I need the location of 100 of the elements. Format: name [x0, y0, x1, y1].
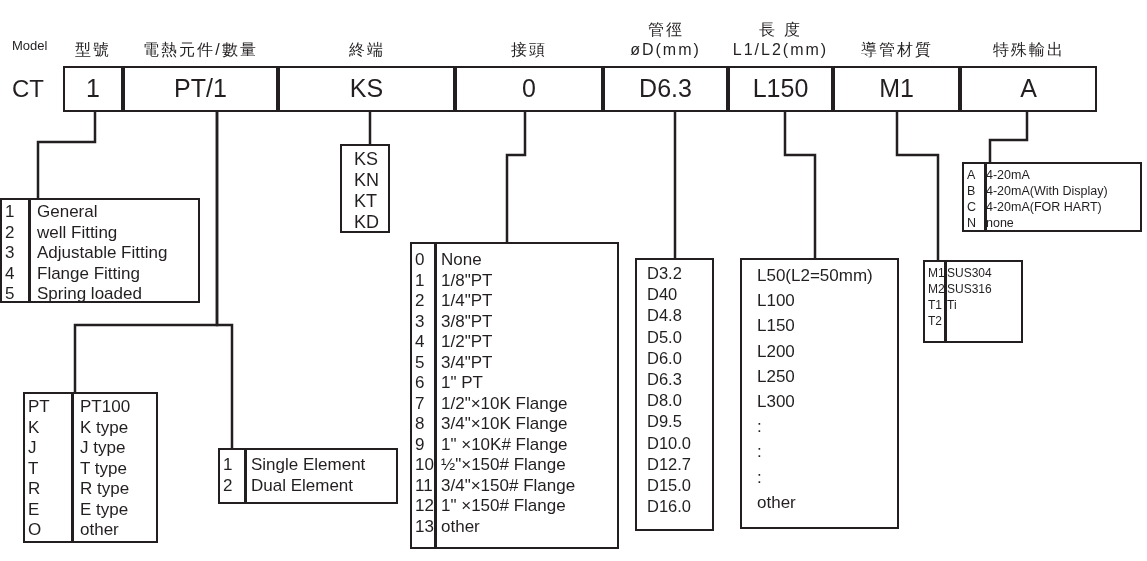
option-text: SUS304 [947, 265, 992, 281]
option-text: 4-20mA(With Display) [986, 183, 1108, 199]
option-text: L150 [757, 315, 795, 338]
option-text: L300 [757, 391, 795, 413]
option-table [218, 448, 398, 504]
option-text: D12.7 [647, 453, 692, 475]
option-text: well Fitting [37, 222, 118, 243]
option-text: Single Element [251, 454, 366, 475]
leader-line [783, 112, 817, 258]
option-text: 4-20mA(FOR HART) [986, 199, 1102, 215]
option-code: N [967, 215, 977, 231]
option-code: A [967, 167, 976, 183]
option-code: M1 [928, 265, 945, 281]
option-code: O [28, 520, 42, 541]
option-code: 4 [415, 332, 425, 353]
option-code: T [28, 458, 39, 479]
option-code: 3 [5, 243, 15, 264]
option-text: KD [354, 212, 379, 233]
option-text: 3/4"×150# Flange [441, 475, 576, 496]
option-text: K type [80, 417, 129, 438]
option-code: PT [28, 397, 50, 418]
option-text: Adjustable Fitting [37, 243, 168, 264]
option-code: 2 [5, 222, 15, 243]
option-text: other [757, 491, 796, 514]
option-code: J [28, 438, 37, 459]
option-code: 1 [223, 454, 233, 475]
option-text: D5.0 [647, 326, 682, 348]
leader-line [895, 112, 940, 260]
option-text: L250 [757, 365, 795, 388]
option-text: 4-20mA [986, 167, 1030, 183]
option-text: Dual Element [251, 475, 354, 496]
option-code: 13 [415, 516, 434, 537]
option-text: Ti [947, 297, 957, 313]
option-text: PT100 [80, 397, 131, 418]
option-text: General [37, 202, 98, 223]
option-text: 1/4"PT [441, 291, 493, 312]
leader-line [215, 112, 234, 448]
option-text: L200 [757, 340, 795, 363]
leader-line [368, 112, 372, 144]
option-text: None [441, 250, 482, 271]
code-box: KS [278, 66, 455, 112]
option-code: 9 [415, 434, 425, 455]
option-code: 1 [5, 202, 15, 223]
option-code: 2 [223, 475, 233, 496]
leader-line [988, 112, 1029, 162]
option-code: 4 [5, 263, 15, 284]
option-text: KS [354, 149, 378, 170]
column-heading: 導管材質 [859, 40, 934, 60]
option-text: D4.8 [647, 305, 682, 327]
option-text: L100 [757, 290, 795, 313]
option-code: T2 [928, 313, 942, 329]
option-text: 3/4"PT [441, 352, 493, 373]
option-text: D10.0 [647, 432, 692, 454]
code-box: 1 [63, 66, 123, 112]
code-box: 0 [455, 66, 603, 112]
option-text: Spring loaded [37, 284, 142, 305]
column-heading: 管徑 øD(mm) [629, 20, 702, 60]
option-code: B [967, 183, 976, 199]
option-text: 1" ×150# Flange [441, 496, 566, 517]
option-text: D15.0 [647, 475, 692, 496]
leader-line [505, 112, 527, 242]
option-table [340, 144, 390, 233]
option-code: 10 [415, 455, 434, 476]
option-code: K [28, 417, 40, 438]
column-heading: 長 度 L1/L2(mm) [731, 20, 830, 60]
option-code: R [28, 479, 41, 500]
option-text: other [80, 520, 119, 541]
option-code: 3 [415, 311, 425, 332]
code-box: D6.3 [603, 66, 728, 112]
option-text: SUS316 [947, 281, 992, 297]
option-code: T1 [928, 297, 942, 313]
option-code: C [967, 199, 977, 215]
column-heading: 接頭 [510, 40, 548, 60]
option-code: 0 [415, 250, 425, 271]
option-code: 5 [5, 284, 15, 305]
option-table [923, 260, 1023, 343]
option-code: 8 [415, 414, 425, 435]
option-table [410, 242, 619, 549]
option-text: 1/2"PT [441, 332, 493, 353]
option-text: E type [80, 499, 129, 520]
option-text: T type [80, 458, 127, 479]
option-code: E [28, 499, 40, 520]
option-text: other [441, 516, 480, 537]
option-code: 5 [415, 352, 425, 373]
option-text: : [757, 416, 762, 439]
column-heading: 終端 [347, 40, 386, 60]
model-prefix: CT [12, 75, 44, 103]
option-table [635, 258, 714, 531]
option-code: 11 [415, 475, 433, 496]
option-text: D6.3 [647, 369, 682, 390]
option-text: J type [80, 438, 126, 459]
code-box: L150 [728, 66, 833, 112]
option-text: 1" PT [441, 373, 483, 394]
option-text: KT [354, 191, 377, 212]
option-text: L50(L2=50mm) [757, 265, 873, 287]
option-text: 1/8"PT [441, 270, 493, 291]
option-text: KN [354, 170, 379, 191]
code-box: M1 [833, 66, 960, 112]
option-text: 1/2"×10K Flange [441, 393, 568, 414]
option-text: D9.5 [647, 411, 682, 433]
